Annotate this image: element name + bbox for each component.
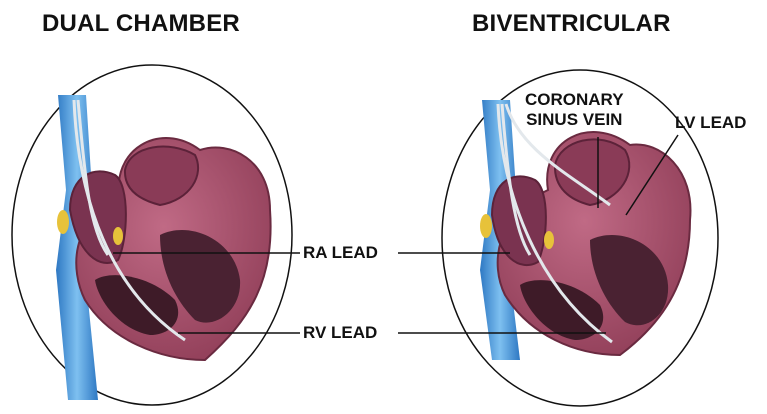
label-rv-lead: RV LEAD <box>303 323 377 343</box>
dual-chamber-heart-illustration <box>12 65 292 405</box>
label-lv-lead: LV LEAD <box>675 113 746 133</box>
left-av-node <box>113 227 123 245</box>
label-coronary-line1: CORONARY <box>525 90 624 110</box>
label-coronary-line2: SINUS VEIN <box>525 110 624 130</box>
right-sa-node <box>480 214 492 238</box>
left-sa-node <box>57 210 69 234</box>
right-av-node <box>544 231 554 249</box>
label-coronary-sinus-vein: CORONARY SINUS VEIN <box>525 90 624 130</box>
label-ra-lead: RA LEAD <box>303 243 378 263</box>
